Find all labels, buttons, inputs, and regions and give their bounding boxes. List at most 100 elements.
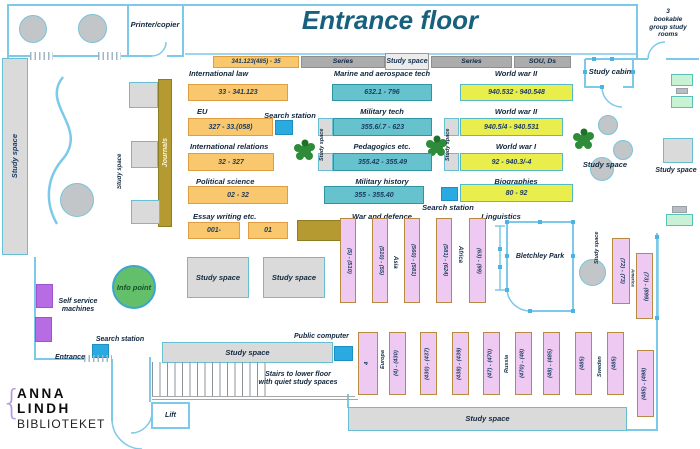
table-circle	[613, 140, 633, 160]
study-table	[663, 138, 693, 163]
door-hatch	[84, 355, 112, 362]
stairs-note: Stairs to lower floor with quiet study s…	[258, 371, 338, 387]
plant-icon	[573, 128, 594, 149]
door-hatch	[98, 52, 121, 60]
wall-segment	[7, 4, 638, 58]
shelf-box: 01	[248, 222, 288, 239]
study-stub	[444, 118, 459, 136]
study-cabin-label: Study cabin	[588, 67, 632, 76]
table-circle	[60, 183, 94, 217]
shelf-box: (470) - (48)	[515, 332, 532, 395]
study-stub	[444, 153, 459, 171]
study-table	[671, 74, 693, 86]
public-computer-label: Public computer	[294, 333, 349, 340]
section-label: World war II	[494, 69, 538, 78]
plant-icon	[426, 135, 447, 156]
logo-line-2: LINDH	[17, 401, 71, 416]
shelf-box: (63) - (99)	[469, 218, 486, 303]
bletchley-park-label: Bletchley Park	[515, 253, 565, 260]
shelf-box: 33 - 341.123	[188, 84, 288, 101]
section-label: Linguistics	[481, 212, 521, 221]
table-circle	[598, 115, 618, 135]
table-circle	[78, 14, 107, 43]
page-title: Entrance floor	[301, 5, 479, 35]
region-label-america: America	[630, 269, 636, 287]
sou-ds-shelf: SOU, Ds	[514, 56, 571, 68]
shelf-box: (438) - (439)	[452, 332, 469, 395]
public-computer	[334, 346, 353, 361]
journals-shelf: Journals	[158, 79, 172, 227]
shelf-box: (510) - (55)	[372, 218, 388, 303]
shelf-box: 001-	[188, 222, 240, 239]
shelf-box	[297, 220, 345, 241]
info-point: Info point	[112, 265, 156, 309]
table-circle	[579, 259, 606, 286]
shelf-box: (485)	[607, 332, 624, 395]
section-label: Biographies	[494, 177, 538, 186]
study-space-area: Study space	[2, 58, 28, 255]
door-arc	[647, 41, 666, 60]
shelf-box: (581) - (624)	[436, 218, 452, 303]
section-label: Marine and aerospace tech	[333, 69, 431, 78]
study-space-area: Study space	[348, 407, 627, 431]
table-circle	[19, 15, 47, 43]
wall-segment	[34, 257, 84, 360]
shelf-box: (5) - (510)	[340, 218, 356, 303]
search-station	[275, 120, 293, 135]
shelf-box: 80 - 92	[460, 184, 573, 202]
measure-line	[495, 225, 505, 291]
section-label: World war I	[495, 142, 537, 151]
study-table	[131, 141, 158, 168]
door-hatch	[30, 52, 53, 60]
logo-line-3: BIBLIOTEKET	[17, 417, 106, 431]
shelf-box: 327 - 33.(058)	[188, 118, 273, 136]
section-label: World war II	[494, 107, 538, 116]
printer-room-label: Printer/copier	[130, 20, 180, 29]
study-table	[129, 82, 158, 108]
search-station-label: Search station	[264, 111, 316, 120]
search-station-label: Search station	[95, 336, 145, 343]
shelf-box: 32 - 327	[188, 153, 274, 171]
study-space-area: Study space	[263, 257, 325, 298]
self-service-machine	[36, 284, 53, 308]
shelf-box: (4) - (430)	[389, 332, 406, 395]
door-arc	[601, 86, 623, 108]
section-label: International law	[189, 69, 249, 78]
section-label: Political science	[196, 177, 255, 186]
study-stub	[318, 153, 333, 171]
shelf-box: 355 - 355.40	[324, 186, 424, 204]
shelf-box: (48) - (485)	[543, 332, 560, 395]
search-station	[441, 187, 458, 201]
study-space-box: Study space	[385, 53, 429, 70]
wall-segment	[627, 233, 658, 431]
plant-icon	[294, 139, 315, 160]
shelf-box: 341.123(485) - 35	[213, 56, 299, 68]
study-stub	[318, 118, 333, 136]
search-station-label: Search station	[422, 203, 474, 212]
group-study-rooms-note: 3 bookable group study rooms	[649, 8, 687, 39]
section-label: International relations	[190, 142, 269, 151]
door-arc	[506, 289, 531, 312]
study-table	[671, 96, 693, 108]
study-table	[666, 214, 693, 226]
section-label: War and defence	[352, 212, 412, 221]
lift-room: Lift	[151, 402, 190, 429]
curved-wall	[47, 76, 72, 225]
door-arc	[130, 411, 153, 434]
study-space-label: Study space	[444, 128, 451, 162]
shelf-box: 940.532 - 940.548	[460, 84, 573, 101]
entrance-label: Entrance	[55, 354, 85, 361]
shelf-box: 02 - 32	[188, 186, 288, 204]
region-label-russia: Russia	[503, 354, 510, 374]
table-circle	[590, 157, 614, 181]
series-shelf: Series	[301, 56, 385, 68]
section-label: Pedagogics etc.	[353, 142, 411, 151]
stairs-hatch	[152, 362, 266, 396]
shelf-box: 355.6/.7 - 623	[333, 118, 432, 136]
shelf-box: 92 - 940.3/-4	[460, 153, 563, 171]
shelf-box: 355.42 - 355.49	[333, 153, 432, 171]
shelf-box: 632.1 - 796	[332, 84, 432, 101]
shelf-box: (485) - (498)	[637, 350, 654, 417]
section-label: Essay writing etc.	[193, 212, 257, 221]
